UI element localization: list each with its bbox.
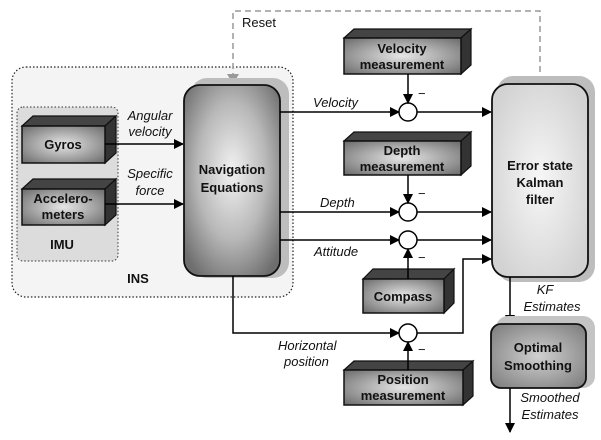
velocity-measurement-label-line1: Velocity <box>377 41 427 56</box>
angular-velocity-label-line1: Angular <box>127 108 173 123</box>
optimal-smoothing-label-line1: Optimal <box>514 340 562 355</box>
kalman-filter-label-line2: Kalman <box>517 175 564 190</box>
kalman-filter-label-line3: filter <box>526 192 554 207</box>
horizontal-position-label-line1: Horizontal <box>278 338 338 353</box>
kf-estimates-label-line2: Estimates <box>523 299 581 314</box>
position-minus-sign: − <box>418 342 426 357</box>
position-measurement-label-line2: measurement <box>361 388 446 403</box>
attitude-summing-junction <box>398 230 418 250</box>
smoothed-estimates-label-line2: Estimates <box>521 407 579 422</box>
depth-measurement-label-line2: measurement <box>360 159 445 174</box>
position-residual-arrow <box>417 254 492 334</box>
kf-estimates-label-line1: KF <box>537 282 555 297</box>
navigation-equations-label-line1: Navigation <box>199 162 266 177</box>
position-measurement-label-line1: Position <box>377 372 428 387</box>
depth-measurement-block: Depth measurement <box>342 130 473 177</box>
reset-label: Reset <box>242 15 276 30</box>
imu-label: IMU <box>50 237 74 252</box>
depth-summing-junction <box>398 202 418 222</box>
compass-label: Compass <box>374 289 433 304</box>
navigation-equations-label-line2: Equations <box>201 180 264 195</box>
optimal-smoothing-block: Optimal Smoothing <box>490 316 595 389</box>
gyros-label: Gyros <box>44 137 82 152</box>
navigation-equations-block: Navigation Equations <box>183 78 289 278</box>
specific-force-label-line2: force <box>136 183 165 198</box>
depth-measurement-label-line1: Depth <box>384 143 421 158</box>
horizontal-position-signal-arrow <box>232 276 400 338</box>
angular-velocity-label-line2: velocity <box>128 124 173 139</box>
accelerometers-label-line1: Accelero- <box>33 191 92 206</box>
smoothed-estimates-label-line1: Smoothed <box>520 390 580 405</box>
depth-signal-label: Depth <box>320 195 355 210</box>
velocity-minus-sign: − <box>418 86 426 101</box>
velocity-measurement-block: Velocity measurement <box>342 27 473 76</box>
horizontal-position-label-line2: position <box>283 354 329 369</box>
kalman-filter-block: Error state Kalman filter <box>491 76 595 282</box>
attitude-signal-label: Attitude <box>313 244 358 259</box>
velocity-measurement-label-line2: measurement <box>360 57 445 72</box>
velocity-signal-label: Velocity <box>313 95 360 110</box>
kalman-filter-label-line1: Error state <box>507 158 573 173</box>
optimal-smoothing-label-line2: Smoothing <box>504 358 572 373</box>
position-summing-junction <box>398 323 418 343</box>
ins-label: INS <box>127 271 149 286</box>
gyros-block: Gyros <box>20 114 118 165</box>
accelerometers-label-line2: meters <box>42 207 85 222</box>
depth-minus-sign: − <box>418 186 426 201</box>
accelerometers-block: Accelero- meters <box>20 177 118 227</box>
compass-block: Compass <box>361 267 456 315</box>
attitude-minus-sign: − <box>418 250 426 265</box>
velocity-summing-junction <box>398 102 418 122</box>
specific-force-label-line1: Specific <box>127 166 173 181</box>
